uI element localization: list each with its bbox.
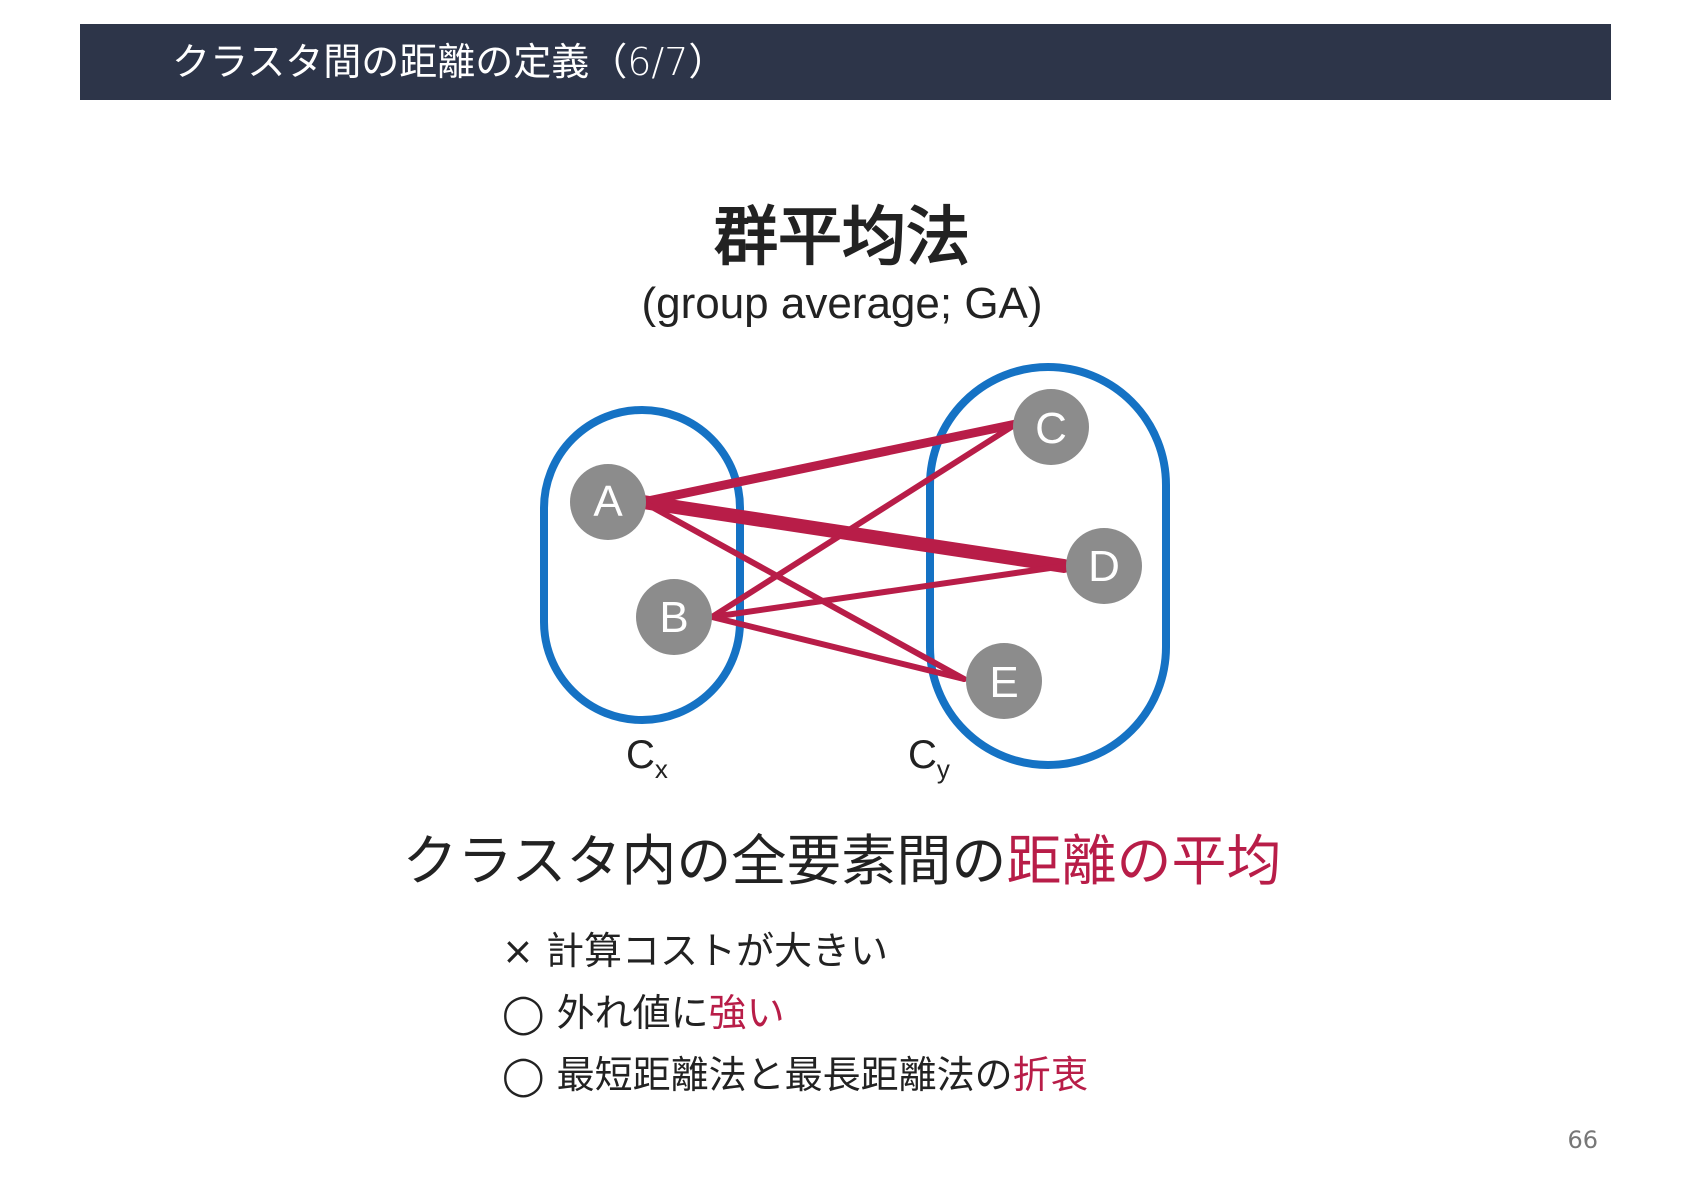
node-e-label: E — [989, 658, 1018, 707]
method-subtitle: (group average; GA) — [641, 279, 1043, 328]
node-a-label: A — [593, 477, 623, 526]
node-a: A — [570, 464, 646, 540]
cluster-cx-label: Cx — [626, 733, 668, 784]
summary-main: クラスタ内の全要素間の — [402, 829, 1007, 893]
cluster-diagram: A B C D E Cx Cy — [540, 363, 1170, 784]
cluster-cx-boundary — [540, 406, 744, 724]
edge-b-d — [709, 563, 1067, 620]
edge-b-c — [709, 421, 1019, 620]
point-text: 計算コストが大きい — [545, 929, 888, 973]
cluster-cy-subscript: y — [937, 754, 950, 784]
node-e: E — [966, 643, 1042, 719]
node-b: B — [636, 579, 712, 655]
edge-a-e — [640, 499, 967, 682]
method-title: 群平均法 — [714, 201, 970, 275]
node-d: D — [1066, 528, 1142, 604]
node-b-label: B — [659, 593, 688, 642]
point-item: × 計算コストが大きい — [502, 920, 1089, 982]
point-item: ◯ 最短距離法と最長距離法の折衷 — [502, 1044, 1089, 1106]
point-list: × 計算コストが大きい ◯ 外れ値に強い ◯ 最短距離法と最長距離法の折衷 — [502, 920, 1089, 1106]
cluster-cx-letter: C — [626, 733, 655, 777]
summary-text: クラスタ内の全要素間の距離の平均 — [0, 826, 1684, 896]
cluster-cy-boundary — [926, 363, 1170, 769]
page-number: 66 — [1567, 1126, 1598, 1154]
edge-b-e — [709, 614, 967, 682]
point-highlight: 強い — [708, 991, 785, 1035]
header-bar: クラスタ間の距離の定義（6/7） — [80, 24, 1611, 100]
point-highlight: 折衷 — [1012, 1053, 1089, 1097]
edge-a-d — [636, 495, 1071, 573]
cluster-cy-letter: C — [908, 733, 937, 777]
edge-a-c — [638, 419, 1021, 507]
node-c: C — [1013, 389, 1089, 465]
summary-highlight: 距離の平均 — [1006, 829, 1282, 893]
cross-bullet-icon: × — [502, 929, 534, 973]
cluster-cy-label: Cy — [908, 733, 950, 784]
node-c-label: C — [1035, 404, 1067, 453]
node-d-label: D — [1088, 542, 1120, 591]
point-text: 最短距離法と最長距離法の — [556, 1053, 1013, 1097]
circle-bullet-icon: ◯ — [502, 1053, 545, 1097]
circle-bullet-icon: ◯ — [502, 991, 545, 1035]
point-text: 外れ値に — [556, 991, 709, 1035]
slide-title: クラスタ間の距離の定義（6/7） — [172, 40, 727, 84]
point-item: ◯ 外れ値に強い — [502, 982, 1089, 1044]
cluster-cx-subscript: x — [655, 754, 668, 784]
